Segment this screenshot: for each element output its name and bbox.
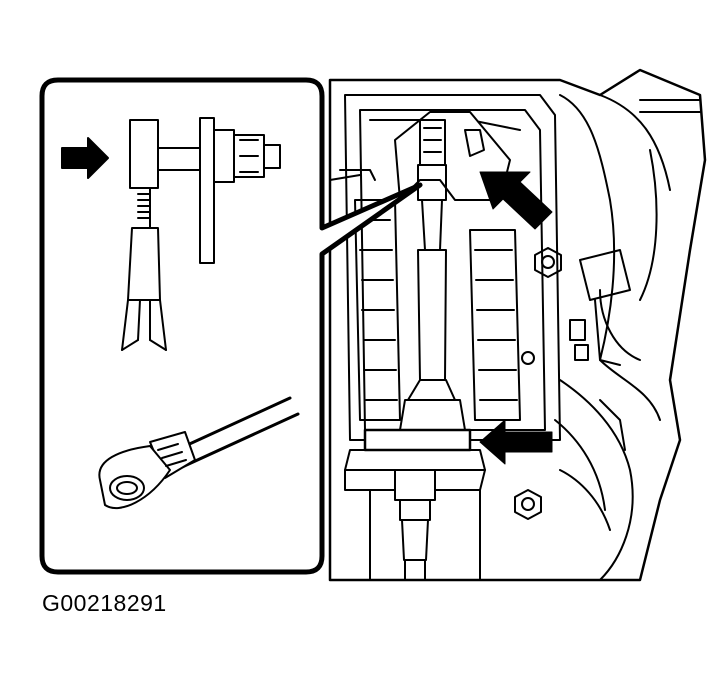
inset-detail-arrow bbox=[61, 137, 109, 179]
lower-bracket-arrow bbox=[479, 419, 553, 465]
hex-bolt-lower bbox=[514, 489, 542, 520]
inset-clevis-bolt bbox=[121, 117, 281, 351]
lower-bracket bbox=[344, 428, 486, 581]
upper-nut-arrow bbox=[479, 171, 553, 230]
shift-rod bbox=[399, 199, 466, 431]
hex-bolt-upper bbox=[534, 247, 562, 278]
figure-id-label: G00218291 bbox=[42, 590, 167, 616]
inset-cable-end bbox=[98, 396, 300, 510]
inset-detail-panel bbox=[39, 77, 423, 575]
main-illustration bbox=[328, 68, 707, 582]
